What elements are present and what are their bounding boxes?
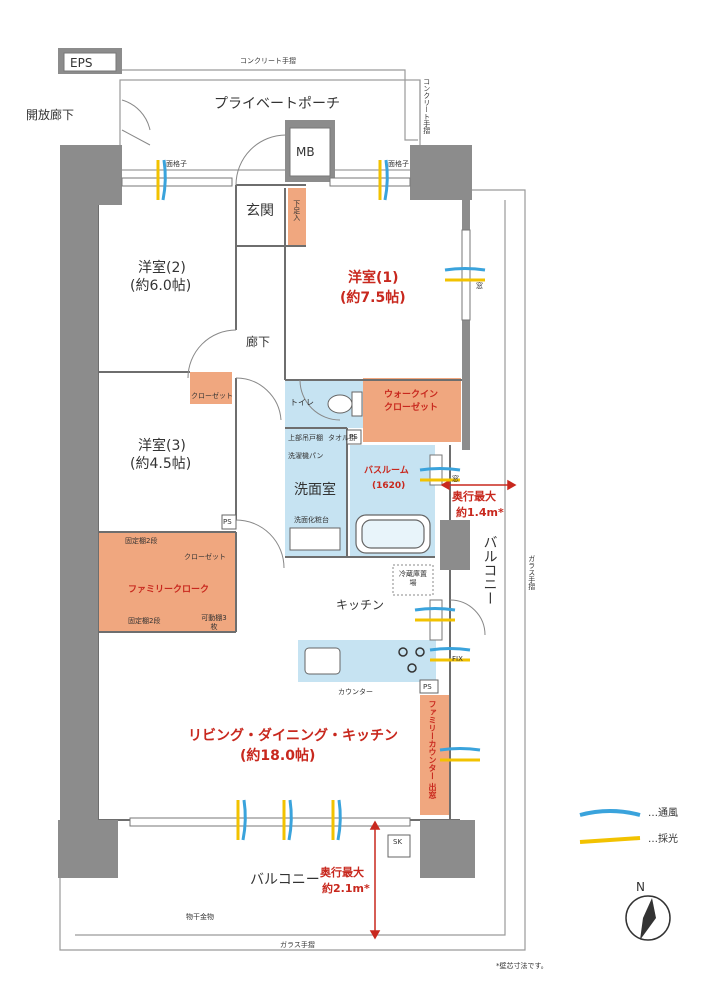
shoe-box <box>288 188 306 246</box>
balcony-right-label: バルコニー <box>481 535 498 605</box>
fridge-spot <box>392 564 434 596</box>
family-counter-label: ファミリーカウンター 出窓 <box>428 700 437 799</box>
legend-ventilation: …通風 <box>648 808 678 819</box>
closet2-label: クローゼット <box>184 553 226 561</box>
western2-size: (約6.0帖) <box>130 278 192 294</box>
ps-box-2 <box>419 679 439 694</box>
walkin-line1: ウォークイン <box>384 390 439 400</box>
legend-vent-swatch <box>579 809 641 817</box>
balcony-right-outline <box>59 80 526 951</box>
ldk-name: リビング・ダイニング・キッチン <box>188 728 398 744</box>
upper-storage-label: 上部吊戸棚 <box>288 434 323 442</box>
footnote: *壁芯寸法です。 <box>496 962 548 970</box>
eps-box <box>58 48 122 74</box>
private-porch-area <box>119 79 421 171</box>
closet-3 <box>180 544 232 566</box>
door-swings <box>121 99 486 636</box>
legend-swatches <box>579 809 641 844</box>
fixed-shelf-bottom-label: 固定棚2段 <box>128 617 161 625</box>
sk-label: SK <box>393 838 403 846</box>
dimension-arrows <box>369 479 517 940</box>
ps-box-1 <box>346 429 362 445</box>
family-counter-window <box>420 695 450 815</box>
ps-box-3 <box>221 514 237 530</box>
balcony-bottom-label: バルコニー <box>250 872 320 888</box>
walkin-closet <box>363 378 461 442</box>
north-label: N <box>636 880 645 894</box>
open-corridor-label: 開放廊下 <box>26 108 75 122</box>
mb-closet <box>289 127 331 177</box>
concrete-rail-right-label: コンクリート手摺 <box>422 78 431 134</box>
fix-window-label: FIX <box>452 655 463 663</box>
closet-2 <box>190 372 232 404</box>
kitchen-label: キッチン <box>336 598 385 612</box>
shoe-box-label: 下足入 <box>292 200 301 221</box>
ldk-size: (約18.0帖) <box>240 748 316 764</box>
western2-name: 洋室(2) <box>138 260 186 276</box>
window-small-4: 窓 <box>452 475 459 483</box>
outline-lines <box>59 69 526 951</box>
counter-label: カウンター <box>338 688 373 696</box>
compass-icon <box>625 895 671 941</box>
western1-size: (約7.5帖) <box>340 290 406 306</box>
western1-name: 洋室(1) <box>348 270 399 286</box>
closet-label: クローゼット <box>191 392 233 400</box>
drying-label: 物干金物 <box>186 913 214 921</box>
structural-walls <box>58 120 475 878</box>
glass-rail-right-label: ガラス手摺 <box>527 555 536 590</box>
depth-max-1: 奥行最大 <box>452 490 496 503</box>
western3-size: (約4.5帖) <box>130 456 192 472</box>
fixed-shelf-top-label: 固定棚2段 <box>125 537 158 545</box>
sk-sink <box>387 834 411 858</box>
private-porch-label: プライベートポーチ <box>214 96 340 112</box>
toilet-fixture <box>327 391 363 417</box>
fridge-label: 冷蔵庫置場 <box>399 570 427 587</box>
depth-2: 約2.1m* <box>322 882 370 895</box>
washer-pan-label: 洗濯機パン <box>288 452 324 460</box>
vanity-label: 洗面化粧台 <box>294 516 329 524</box>
glass-rail-bottom-label: ガラス手摺 <box>280 941 315 949</box>
window-small-2: 面格子 <box>388 160 409 168</box>
vent-light-marks <box>156 159 486 841</box>
walkin-line2: クローゼット <box>384 403 439 413</box>
toilet-label: トイレ <box>290 398 314 407</box>
towel-label: タオル掛 <box>328 434 356 442</box>
balcony-inner-line <box>75 200 506 936</box>
concrete-rail-line <box>120 69 418 141</box>
vanity-fixture <box>289 527 341 551</box>
western3-name: 洋室(3) <box>138 438 186 454</box>
ps2-label: PS <box>423 683 432 691</box>
concrete-rail-top-label: コンクリート手摺 <box>240 57 296 65</box>
stove-icon <box>398 647 425 673</box>
movable-shelf-label: 可動棚3枚 <box>201 614 227 631</box>
family-cloak-label: ファミリークローク <box>128 585 210 595</box>
entrance-label: 玄関 <box>246 203 274 219</box>
window-small-1: 面格子 <box>166 160 187 168</box>
hallway-label: 廊下 <box>246 335 271 349</box>
ps-label: PS <box>349 433 358 441</box>
bathroom-size: (1620) <box>372 481 406 491</box>
eps-label: EPS <box>70 56 93 70</box>
washroom-label: 洗面室 <box>294 482 336 498</box>
legend-light-swatch <box>579 836 641 844</box>
depth-1: 約1.4m* <box>456 506 504 519</box>
window-small-3: 窓 <box>476 282 483 290</box>
kitchen-sink <box>304 647 341 675</box>
ps3-label: PS <box>223 518 232 526</box>
bathtub <box>355 514 431 554</box>
bathroom-name: バスルーム <box>364 466 409 476</box>
mb-label: MB <box>296 145 315 159</box>
depth-max-2: 奥行最大 <box>320 866 364 879</box>
legend-light: …採光 <box>648 834 678 845</box>
